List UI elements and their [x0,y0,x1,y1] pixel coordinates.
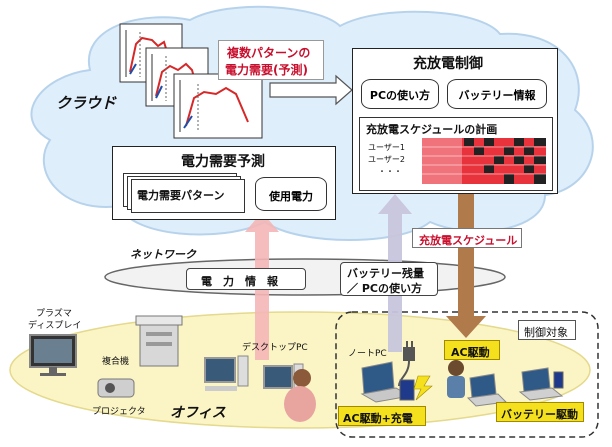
schedule-user-1: ユーザー1 [368,143,405,152]
battery-drive-label: バッテリー駆動 [501,408,578,421]
battery-charging-icon [399,375,433,401]
cloud-label: クラウド [56,94,117,112]
schedule-arrow-label-box: 充放電スケジュール [412,228,522,248]
demand-forecast-box: 電力需要予測 電力需要パターン 使用電力 [112,146,336,220]
schedule-title: 充放電スケジュールの計画 [366,123,498,136]
pc-usage-label: PCの使い方 [369,89,431,102]
schedule-user-more: ・・・ [378,167,402,176]
forecast-to-control-arrow [269,74,353,106]
battery-status-box: バッテリー残量 ／ PCの使い方 [340,262,438,296]
power-usage-label: 使用電力 [269,190,313,203]
schedule-arrow-label: 充放電スケジュール [419,234,518,247]
ac-charge-label: AC駆動+充電 [343,412,413,425]
ac-drive-badge: AC駆動 [444,340,500,360]
charge-control-title: 充放電制御 [413,56,483,72]
controlled-label: 制御対象 [524,326,568,339]
charge-control-box: 充放電制御 PCの使い方 バッテリー情報 充放電スケジュールの計画 ユーザー1 … [352,48,558,194]
forecast-caption-box: 複数パターンの 電力需要(予測) [218,40,324,80]
ac-charge-badge: AC駆動+充電 [338,406,426,426]
battery-info-cylinder: バッテリー情報 [447,79,547,109]
plasma-display-label-2: ディスプレイ [28,321,82,331]
ac-drive-label: AC駆動 [451,346,490,359]
power-usage-cylinder: 使用電力 [255,177,327,211]
pc-usage-cylinder: PCの使い方 [361,79,439,109]
schedule-grid [422,138,546,184]
schedule-arrow [446,190,486,338]
battery-status-line1: バッテリー残量 [347,267,424,280]
laptop-user-icon [447,360,508,407]
battery-info-label: バッテリー情報 [458,89,536,102]
network-label: ネットワーク [130,248,196,261]
power-info-box: 電 力 情 報 [186,268,306,290]
battery-status-line2: ／ PCの使い方 [347,282,422,295]
copier-icon [135,315,183,367]
demand-forecast-title: 電力需要予測 [181,154,265,170]
plasma-display-icon [29,334,77,376]
office-label: オフィス [170,405,226,421]
battery-laptop-icon [518,367,564,401]
schedule-panel: 充放電スケジュールの計画 ユーザー1 ユーザー2 ・・・ [359,117,553,191]
battery-drive-badge: バッテリー駆動 [496,402,584,422]
forecast-chart-stack [119,23,263,139]
demand-pattern-label: 電力需要パターン [137,189,225,202]
projector-label: プロジェクタ [92,407,146,417]
desktop-pc-label: デスクトップPC [242,343,308,353]
forecast-chart-3 [173,73,263,139]
copier-label: 複合機 [102,357,130,367]
power-info-label: 電 力 情 報 [201,275,278,288]
plug-icon [398,341,415,387]
notebook-pc-label: ノートPC [348,349,387,359]
forecast-caption-line1: 複数パターンの [227,46,311,60]
projector-icon [97,378,135,398]
notebook-pc-icon [360,361,412,403]
demand-pattern-stack: 電力需要パターン [123,173,245,213]
plasma-display-label-1: プラズマ [36,309,72,319]
schedule-user-2: ユーザー2 [368,155,405,164]
forecast-caption-line2: 電力需要(予測) [225,63,308,77]
office-worker-icon [284,369,316,422]
controlled-label-box: 制御対象 [518,320,576,340]
